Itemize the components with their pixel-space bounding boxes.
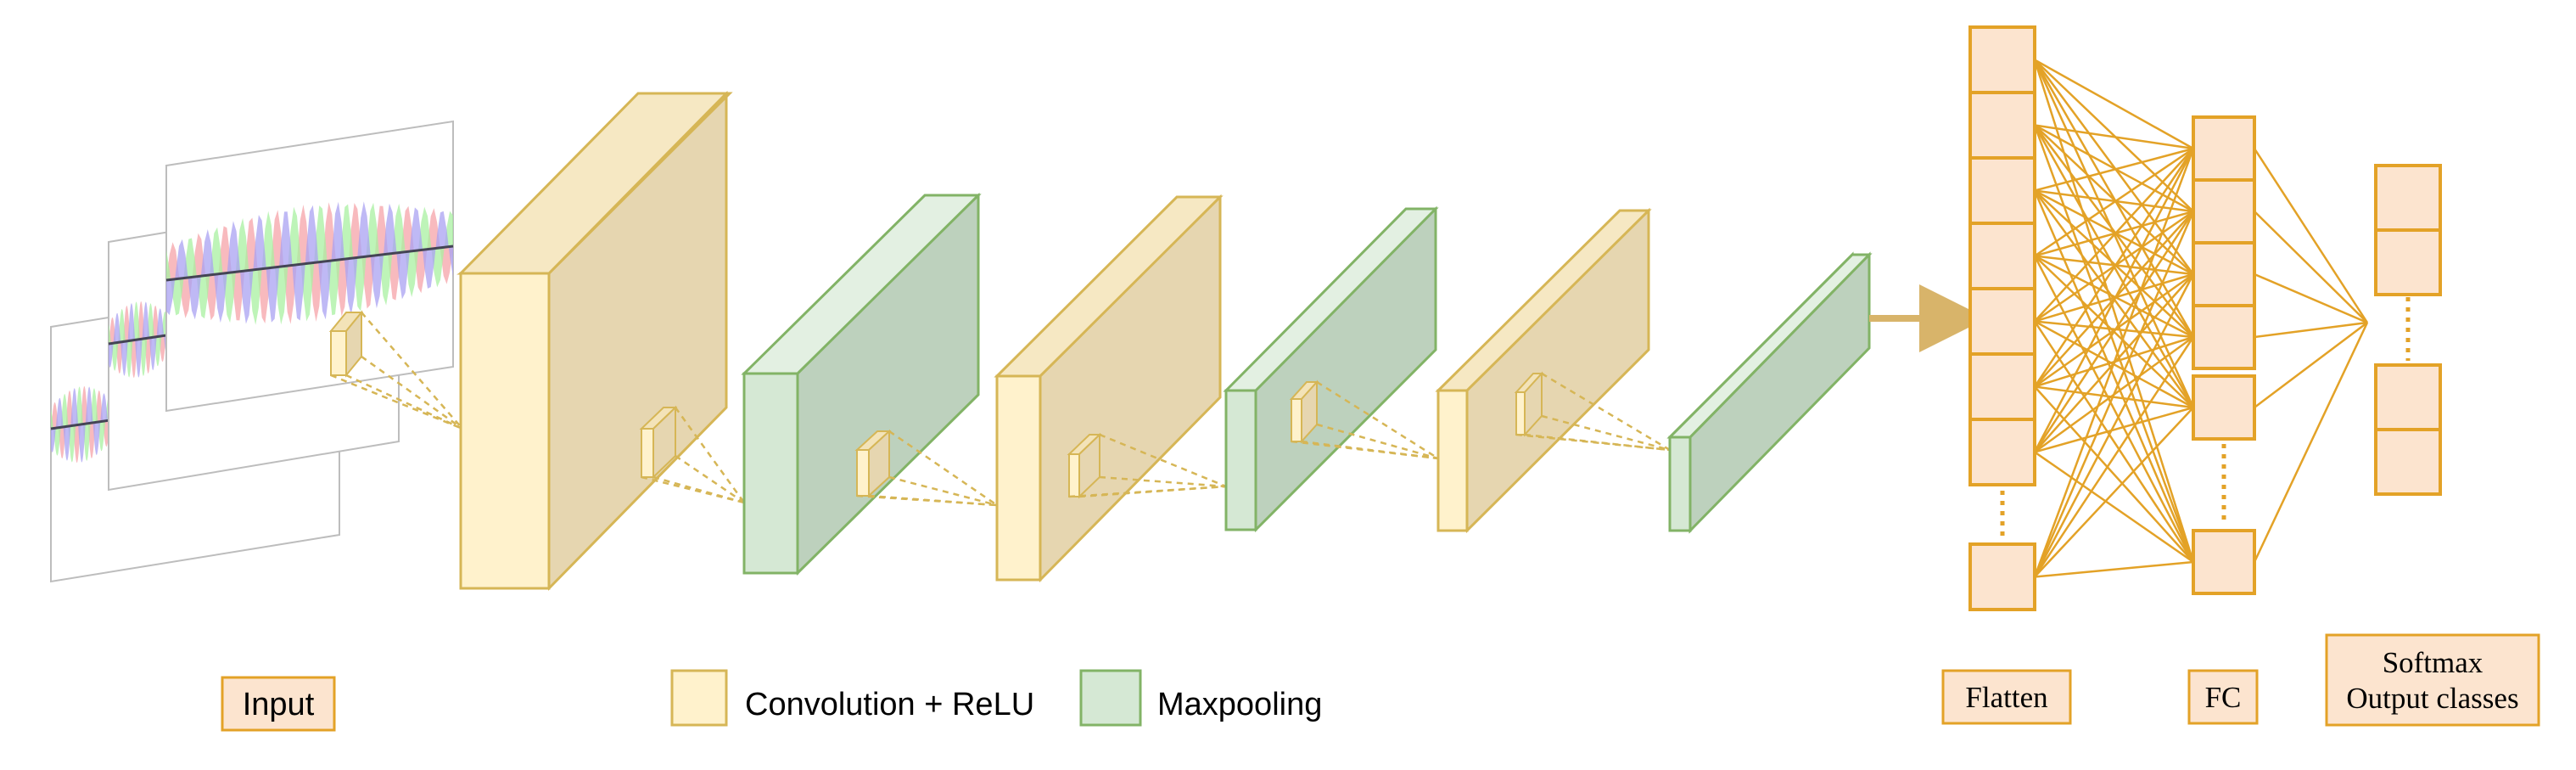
softmax-node [2374,363,2442,431]
flatten-node [1968,418,2036,486]
dense-edge [2034,124,2194,150]
legend-pool: Maxpooling [1079,669,1322,727]
fc-node [2192,529,2256,595]
pool-block-1-kernel [854,429,892,498]
conv-block-1-kernel [639,405,678,480]
legend-input: Input [221,676,336,732]
flatten-node [1968,222,2036,290]
pool-block-1 [741,192,998,576]
flatten-node [1968,542,2036,611]
flatten-node [1968,91,2036,160]
output-edge [2254,321,2368,339]
dense-edge [2033,148,2195,388]
legend-flatten-label: Flatten [1965,681,2047,714]
softmax-node [2374,164,2442,232]
waveform-middle [108,301,167,378]
softmax-layer [2374,164,2442,496]
dense-edge [2034,451,2194,564]
legend-conv: Convolution + ReLU [670,669,1034,727]
softmax-node [2374,428,2442,496]
fc-node [2192,178,2256,244]
output-edge [2254,322,2368,408]
legend-fc: FC [2187,669,2259,725]
fc-layer [2192,115,2256,595]
fc-node [2192,241,2256,307]
dense-edge [2033,124,2195,338]
pool-block-2-kernel [1289,379,1319,444]
dense-edge [2033,148,2195,453]
legend-softmax: Softmax Output classes [2325,633,2540,727]
dense-edge [2034,385,2194,563]
waveform-baseline [50,419,111,430]
output-edge [2254,273,2368,324]
output-edge [2253,148,2369,323]
dense-edge [2033,336,2195,578]
signal-plane-front [165,120,454,413]
output-edge [2253,322,2369,563]
flatten-node [1968,156,2036,225]
legend-input-label: Input [243,687,315,722]
dense-edge [2033,125,2195,563]
conv-block-2 [994,194,1227,583]
legend-fc-label: FC [2205,681,2242,714]
pool-block-2 [1223,205,1439,533]
waveform-baseline [165,244,454,282]
dense-edge [2034,147,2194,257]
legend-softmax-label-1: Softmax [2383,646,2484,679]
dense-edge [2034,406,2194,453]
dense-edge [2034,148,2194,323]
fc-node [2192,115,2256,182]
input-signal-stack [50,120,463,583]
dense-connections [2033,59,2369,578]
dense-edge [2034,560,2194,578]
dense-edge [2034,385,2194,409]
dense-edge [2033,211,2195,577]
input-kernel-projection [330,312,463,430]
dense-edge [2034,59,2194,212]
continuation-dots [2000,297,2411,540]
fc-node [2192,374,2256,441]
conv-block-3 [1435,207,1671,534]
legend-pool-label: Maxpooling [1157,687,1322,722]
waveform-baseline [108,334,167,346]
dense-edge [2033,59,2195,275]
dense-edge [2034,147,2194,192]
dense-edge [2033,190,2195,563]
dense-edge [2033,59,2195,563]
pool-block-3 [1666,251,1873,534]
waveform-back [50,386,111,463]
flatten-node [1968,287,2036,356]
softmax-node [2374,228,2442,296]
dense-edge [2034,124,2194,275]
dense-edge [2033,273,2195,578]
legend-softmax-label-2: Output classes [2346,682,2518,715]
dense-edge [2033,255,2195,563]
conv-block-1 [456,91,746,591]
conv-block-2-kernel [1067,432,1102,499]
flatten-node [1968,25,2036,94]
dense-edge [2033,148,2195,577]
fc-node [2192,304,2256,370]
flatten-layer [1968,25,2036,611]
legend-conv-label: Convolution + ReLU [745,687,1034,722]
waveform-front [165,201,454,325]
dense-edge [2034,59,2194,150]
legend-flatten: Flatten [1941,669,2072,725]
dense-edge [2033,320,2195,563]
dense-edge [2033,211,2195,453]
output-edge [2254,211,2368,323]
dense-edge [2034,407,2194,578]
flatten-node [1968,352,2036,421]
legend: Input Convolution + ReLU Maxpooling Flat… [221,633,2540,732]
dense-edge [2034,189,2194,338]
dense-edge [2034,189,2194,276]
